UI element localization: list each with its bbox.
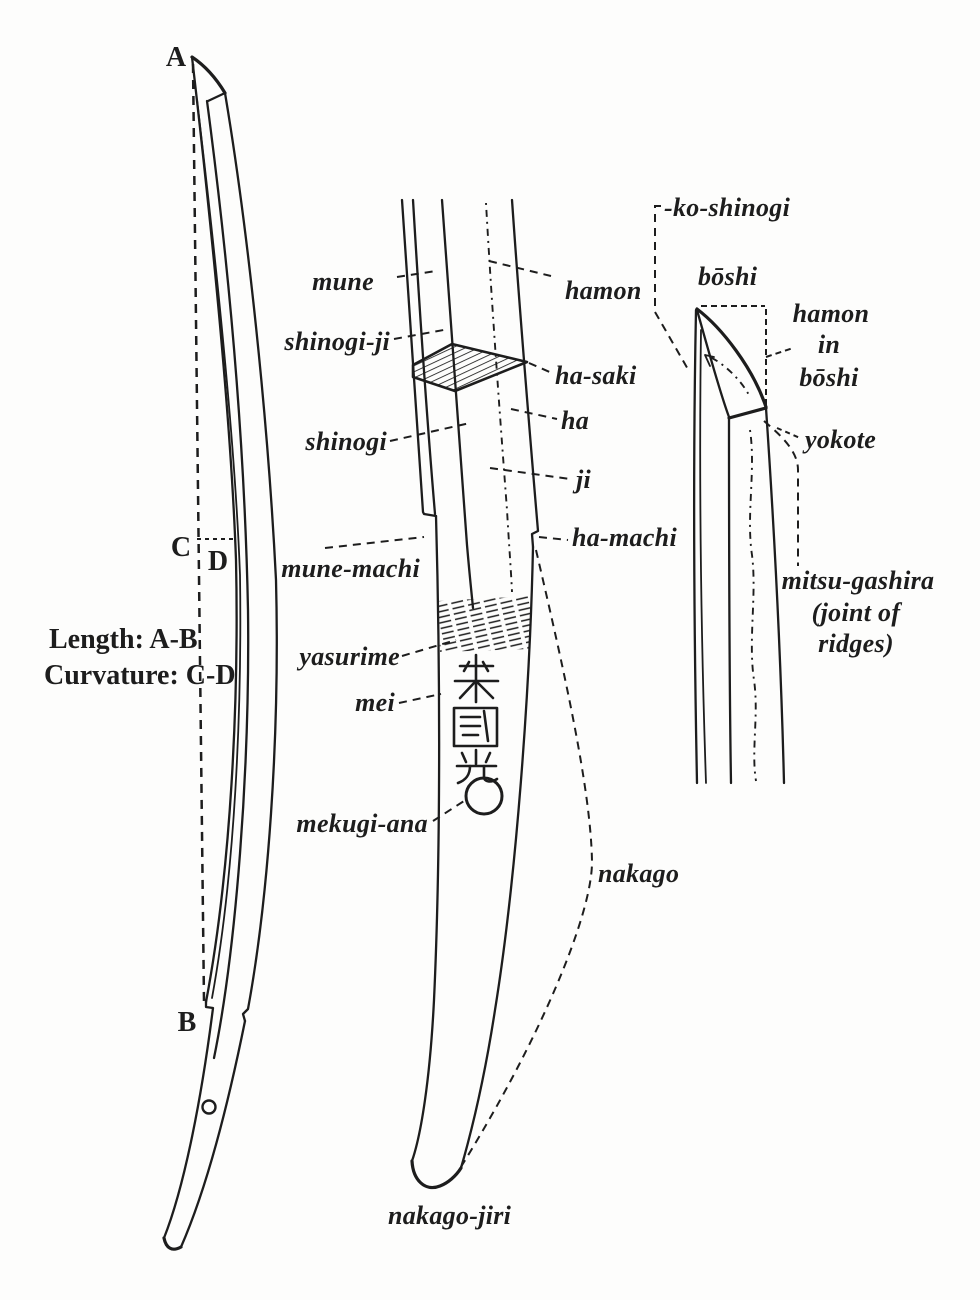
chord-a-b-dashed-line bbox=[191, 63, 206, 1003]
ha-label: ha bbox=[561, 406, 589, 435]
mune-machi-leader bbox=[324, 536, 425, 549]
ko-shinogi-bracket-dashed bbox=[654, 205, 690, 372]
left-tang-left-edge bbox=[162, 998, 215, 1240]
mitsu-gashira-label-line2: (joint of bbox=[812, 598, 903, 627]
left-tang-right-edge bbox=[179, 1019, 247, 1249]
yokote-label: yokote bbox=[802, 425, 876, 454]
mei-label: mei bbox=[355, 688, 395, 717]
ha-saki-label: ha-saki bbox=[555, 361, 637, 390]
blade-cross-section bbox=[411, 342, 529, 393]
yokote-leader bbox=[776, 427, 801, 439]
mitsu-gashira-label-line3: ridges) bbox=[818, 629, 894, 658]
ha-leader bbox=[510, 408, 558, 420]
nakago-bracket-dashed bbox=[458, 549, 594, 1171]
kissaki-fukura-edge bbox=[695, 307, 768, 409]
point-c-label: C bbox=[171, 532, 191, 563]
kissaki-ha-edge bbox=[764, 406, 786, 785]
point-a-label: A bbox=[166, 42, 187, 73]
hamon-in-boshi-label-line2: in bbox=[818, 330, 840, 359]
ha-saki-leader bbox=[528, 362, 553, 374]
boshi-label: bōshi bbox=[698, 262, 758, 291]
hamon-label: hamon bbox=[565, 276, 642, 305]
mune-machi-label: mune-machi bbox=[281, 554, 420, 583]
kissaki-mune-ridge-line bbox=[699, 329, 707, 784]
kissaki-hamon-wavy-line bbox=[749, 429, 757, 782]
left-blade-mune-ridge-line bbox=[196, 99, 242, 999]
hamon-in-boshi-label-line1: hamon bbox=[793, 299, 870, 328]
curvature-caption: Curvature: C-D bbox=[44, 660, 236, 691]
mitsu-gashira-label-line1: mitsu-gashira bbox=[782, 566, 935, 595]
left-whole-blade-drawing: A C D B Length: A-B Curvature: C-D bbox=[44, 42, 278, 1251]
mid-shinogi-line bbox=[440, 198, 475, 610]
mid-tang-butt-nakago-jiri bbox=[410, 1159, 463, 1190]
hamon-leader bbox=[488, 260, 552, 277]
mid-mune-edge bbox=[400, 198, 438, 518]
length-caption: Length: A-B bbox=[49, 624, 198, 655]
mid-ha-edge bbox=[510, 198, 540, 549]
nakago-jiri-label: nakago-jiri bbox=[388, 1201, 512, 1230]
point-b-label: B bbox=[178, 1007, 197, 1038]
left-blade-shinogi-line bbox=[205, 99, 250, 1060]
mid-tang-left-edge bbox=[410, 514, 441, 1163]
nakago-label: nakago bbox=[598, 859, 679, 888]
shinogi-ji-leader bbox=[393, 328, 450, 340]
middle-blade-section-drawing: mune shinogi-ji shinogi mune-machi yasur… bbox=[281, 198, 679, 1230]
point-d-label: D bbox=[208, 546, 228, 577]
ha-machi-label: ha-machi bbox=[572, 523, 677, 552]
left-tang-mekugi-ana-hole bbox=[201, 1099, 217, 1115]
kissaki-mune-edge bbox=[693, 308, 699, 785]
mid-mekugi-ana-hole bbox=[464, 776, 504, 816]
kissaki-shinogi-line bbox=[727, 416, 733, 785]
ha-machi-leader bbox=[538, 536, 569, 541]
hamon-in-boshi-leader bbox=[765, 347, 794, 358]
hamon-in-boshi-arrowhead bbox=[704, 354, 715, 367]
ji-label: ji bbox=[572, 465, 592, 494]
mekugi-ana-leader bbox=[432, 800, 465, 822]
ko-shinogi-label: -ko-shinogi bbox=[664, 193, 791, 222]
yasurime-label: yasurime bbox=[296, 642, 400, 671]
mid-mune-ridge-line bbox=[411, 198, 437, 516]
left-blade-kissaki-edge bbox=[190, 55, 227, 95]
mei-leader bbox=[398, 693, 442, 704]
right-kissaki-drawing: -ko-shinogi bōshi hamon in bōshi yokote … bbox=[654, 193, 935, 785]
ji-leader bbox=[489, 467, 571, 480]
mune-label: mune bbox=[312, 267, 374, 296]
left-blade-yokote-line bbox=[206, 91, 227, 103]
mid-tang-right-edge bbox=[459, 545, 535, 1170]
mei-inscription-kanji bbox=[452, 653, 500, 785]
hamon-in-boshi-label-line3: bōshi bbox=[799, 363, 859, 392]
yasurime-leader bbox=[401, 639, 457, 657]
left-blade-ha-edge bbox=[223, 91, 278, 1023]
mune-leader bbox=[396, 270, 437, 278]
mekugi-ana-label: mekugi-ana bbox=[296, 809, 428, 838]
hamon-in-boshi-curve bbox=[704, 354, 750, 396]
kissaki-yokote-line bbox=[727, 406, 768, 420]
left-tang-butt bbox=[162, 1236, 183, 1251]
shinogi-ji-label: shinogi-ji bbox=[283, 327, 390, 356]
yasurime-file-marks bbox=[438, 596, 532, 652]
kissaki-ko-shinogi-ridge bbox=[695, 308, 731, 419]
mitsu-gashira-leader bbox=[763, 420, 799, 566]
shinogi-label: shinogi bbox=[304, 427, 387, 456]
